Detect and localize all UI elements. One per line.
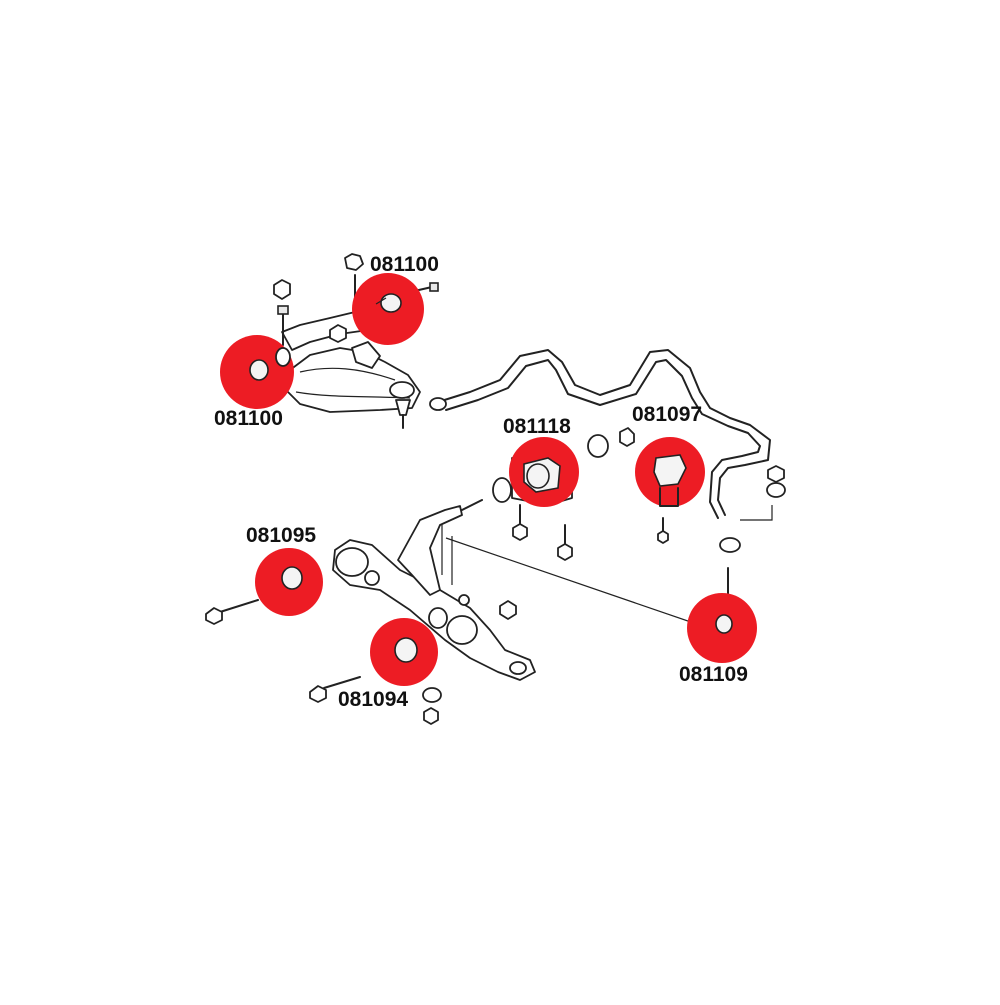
label-end-link: 081109 (679, 663, 748, 686)
label-compliance-bushing: 081118 (503, 415, 571, 438)
bushing-upper-arm-rear-marker (220, 335, 294, 409)
label-lower-arm-front: 081095 (246, 524, 317, 547)
bushing-lower-arm-front-marker (255, 548, 323, 616)
label-upper-arm-front: 081100 (370, 253, 439, 276)
bushing-end-link-marker (687, 593, 757, 663)
stabilizer-bar (429, 349, 773, 521)
bushing-upper-arm-front-marker (352, 273, 424, 345)
bushing-lower-arm-rear-marker (370, 618, 438, 686)
upper-control-arm (273, 253, 439, 429)
label-lower-arm-rear: 081094 (338, 688, 409, 711)
lower-control-arm (205, 499, 721, 725)
bushing-compliance-marker (509, 437, 579, 507)
label-upper-arm-rear: 081100 (214, 407, 283, 430)
bushing-sway-bar-marker (635, 437, 705, 507)
sway-bar-hardware (657, 465, 786, 597)
label-sway-bar-bushing: 081097 (632, 403, 703, 426)
